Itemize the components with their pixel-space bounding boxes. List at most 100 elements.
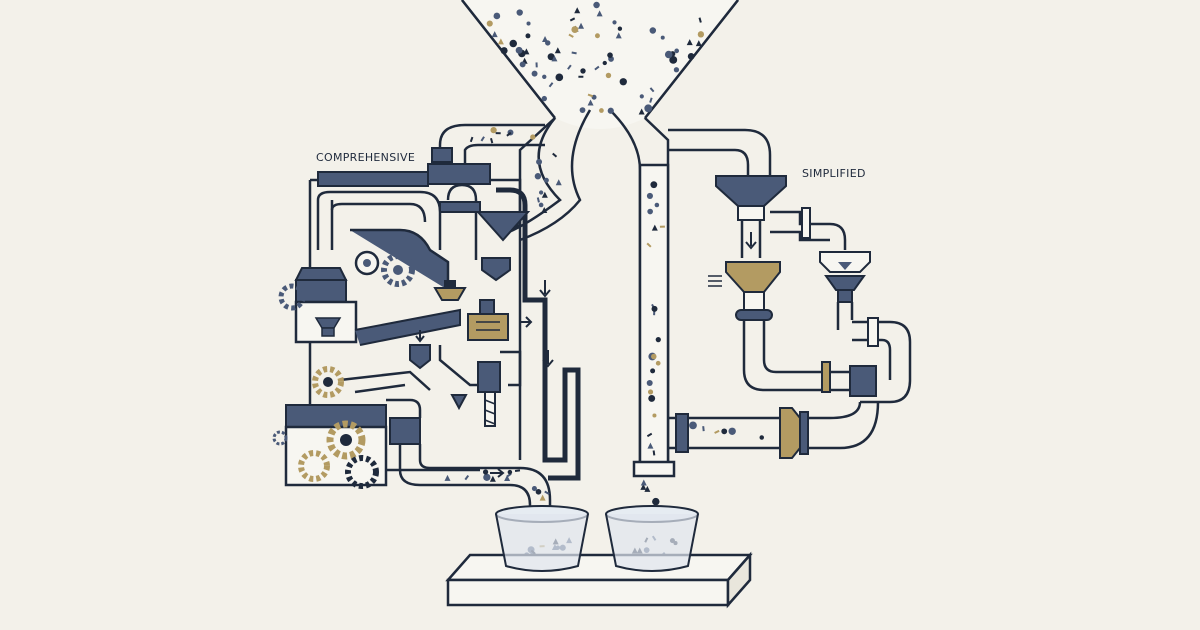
particle-dot <box>599 108 604 113</box>
particle-dash <box>506 131 512 137</box>
particle-triangle <box>551 55 558 62</box>
particle-dot <box>602 60 607 66</box>
particle-dot <box>541 95 548 102</box>
particle-dot <box>650 181 658 189</box>
particle-triangle <box>444 474 451 481</box>
particle-dot <box>531 485 537 492</box>
menu-lines-icon <box>708 275 722 287</box>
particle-dot <box>538 202 544 208</box>
particle-dash <box>714 429 720 434</box>
particle-dot <box>483 473 491 481</box>
particle-dot <box>507 469 513 475</box>
platform <box>445 551 753 609</box>
particle-dash <box>552 152 558 158</box>
particle-dot <box>542 74 547 79</box>
particle-triangle <box>695 40 702 47</box>
particle-dot <box>617 26 623 31</box>
particle-dash <box>514 469 521 472</box>
particle-dot <box>526 21 531 26</box>
gear-icon <box>354 250 380 276</box>
particle-dot <box>660 35 665 40</box>
particle-dot <box>538 190 544 195</box>
particle-dash <box>652 450 656 456</box>
simplified-machine <box>668 175 912 459</box>
particle-dash <box>490 138 494 144</box>
particle-dot <box>687 53 695 60</box>
particle-dot <box>647 208 653 215</box>
particle-dash <box>536 197 540 203</box>
particle-dash <box>649 97 653 103</box>
particle-dot <box>515 46 523 54</box>
particle-dot <box>728 427 736 435</box>
particle-dot <box>646 379 653 386</box>
particle-dot <box>535 489 542 495</box>
particle-dash <box>544 490 550 495</box>
particle-dash <box>587 93 594 98</box>
particle-dot <box>493 12 501 20</box>
arrow-icon <box>415 330 425 343</box>
particle-triangle <box>554 47 561 54</box>
particle-triangle <box>644 485 651 492</box>
top-right-pipe <box>668 128 772 175</box>
particle-triangle <box>615 32 622 39</box>
gear-icon <box>345 455 379 489</box>
particle-dot <box>605 72 612 79</box>
particle-dot <box>647 389 654 395</box>
particle-triangle <box>596 10 603 17</box>
particle-dot <box>669 55 678 64</box>
particle-dot <box>490 127 497 134</box>
particle-triangle <box>491 31 498 38</box>
particle-dot <box>580 68 586 74</box>
particle-triangle <box>651 224 658 231</box>
particle-dot <box>759 435 764 440</box>
gear-icon <box>312 366 344 398</box>
particle-dash <box>548 82 554 88</box>
particle-dash <box>464 474 470 481</box>
particle-dot <box>593 1 600 9</box>
particle-triangle <box>638 108 645 115</box>
particle-dash <box>571 51 577 55</box>
simplified-label: SIMPLIFIED <box>802 167 866 180</box>
particle-dot <box>555 73 564 82</box>
central-vertical-pipe <box>632 163 676 478</box>
particle-dash <box>594 65 600 71</box>
particle-dot <box>674 48 680 54</box>
particle-triangle <box>542 35 549 42</box>
particle-dot <box>519 61 526 68</box>
particle-triangle <box>541 191 548 198</box>
particle-triangle <box>578 22 585 29</box>
particle-dot <box>650 368 656 374</box>
particle-dot <box>486 20 493 27</box>
particle-dot <box>654 202 660 208</box>
particle-triangle <box>587 99 594 106</box>
particle-dot <box>536 158 543 165</box>
particle-triangle <box>647 442 654 449</box>
particle-triangle <box>497 38 504 45</box>
particle-dot <box>612 20 617 25</box>
particle-triangle <box>504 475 511 482</box>
particle-dash <box>646 242 652 248</box>
comprehensive-machine <box>272 163 581 520</box>
particle-triangle <box>523 48 530 55</box>
particle-dot <box>644 104 653 113</box>
particle-triangle <box>640 479 647 486</box>
arrow-icon <box>539 280 551 298</box>
particle-dash <box>568 33 574 38</box>
particle-dot <box>651 305 658 312</box>
particle-dash <box>698 17 702 23</box>
gear-icon <box>381 253 415 287</box>
gear-icon <box>272 430 288 446</box>
particle-triangle <box>555 179 562 186</box>
particle-dash <box>480 136 485 142</box>
particle-dot <box>721 428 728 435</box>
arrow-icon <box>520 316 533 328</box>
gear-icon <box>326 420 366 460</box>
particle-dot <box>530 134 536 140</box>
particle-triangle <box>640 483 647 490</box>
particle-dot <box>509 39 518 48</box>
particle-dot <box>646 192 653 199</box>
particle-dot <box>619 78 627 86</box>
particle-dot <box>500 47 508 55</box>
particle-dot <box>652 497 660 506</box>
particle-triangle <box>574 7 581 14</box>
